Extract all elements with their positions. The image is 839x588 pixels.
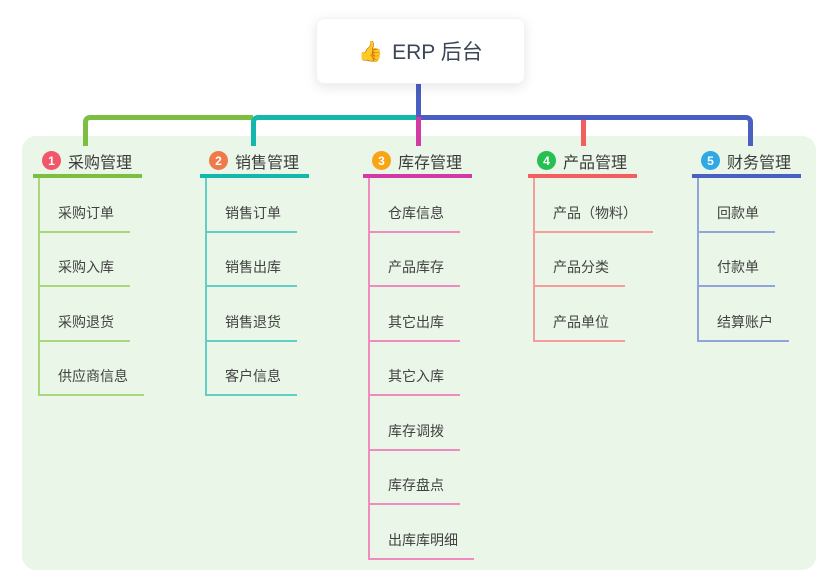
child-node-label: 付款单 bbox=[699, 257, 775, 287]
child-node-label: 出库库明细 bbox=[370, 530, 474, 560]
branch-label-text: 产品管理 bbox=[563, 154, 628, 172]
branch-children-5: 回款单付款单结算账户 bbox=[697, 178, 789, 342]
child-node[interactable]: 产品分类 bbox=[535, 233, 653, 287]
thumbs-up-icon: 👍 bbox=[358, 40, 384, 63]
child-node-label: 销售订单 bbox=[207, 203, 297, 233]
child-node-label: 采购退货 bbox=[40, 312, 130, 342]
child-node-label: 库存调拨 bbox=[370, 421, 460, 451]
branch-number-badge: 2 bbox=[209, 151, 228, 170]
branch-label-text: 库存管理 bbox=[398, 154, 463, 172]
child-node[interactable]: 其它出库 bbox=[370, 287, 474, 342]
branch-children-1: 采购订单采购入库采购退货供应商信息 bbox=[38, 178, 144, 396]
branch-number-badge: 5 bbox=[701, 151, 720, 170]
branch-node-2[interactable]: 2 销售管理 bbox=[200, 147, 310, 178]
child-node-label: 销售退货 bbox=[207, 312, 297, 342]
branch-children-3: 仓库信息产品库存其它出库其它入库库存调拨库存盘点出库库明细 bbox=[368, 178, 474, 560]
branch-node-1[interactable]: 1 采购管理 bbox=[33, 147, 143, 178]
child-node-label: 采购订单 bbox=[40, 203, 130, 233]
child-node-label: 回款单 bbox=[699, 203, 775, 233]
branch-number-badge: 4 bbox=[537, 151, 556, 170]
child-node-label: 供应商信息 bbox=[40, 366, 144, 396]
child-node[interactable]: 其它入库 bbox=[370, 342, 474, 396]
child-node[interactable]: 结算账户 bbox=[699, 287, 789, 342]
branch-children-2: 销售订单销售出库销售退货客户信息 bbox=[205, 178, 297, 396]
branch-connector bbox=[581, 119, 586, 146]
branch-connector bbox=[251, 115, 417, 146]
child-node[interactable]: 供应商信息 bbox=[40, 342, 144, 396]
child-node-label: 其它出库 bbox=[370, 312, 460, 342]
root-connector bbox=[416, 82, 421, 118]
branch-label-text: 财务管理 bbox=[727, 154, 792, 172]
child-node[interactable]: 产品单位 bbox=[535, 287, 653, 342]
branch-number-badge: 1 bbox=[42, 151, 61, 170]
child-node[interactable]: 仓库信息 bbox=[370, 178, 474, 233]
child-node-label: 产品分类 bbox=[535, 257, 625, 287]
branch-label-text: 采购管理 bbox=[68, 154, 133, 172]
branch-node-4[interactable]: 4 产品管理 bbox=[528, 147, 638, 178]
branch-connector bbox=[83, 115, 253, 146]
child-node[interactable]: 库存调拨 bbox=[370, 396, 474, 451]
child-node-label: 采购入库 bbox=[40, 257, 130, 287]
child-node[interactable]: 付款单 bbox=[699, 233, 789, 287]
child-node[interactable]: 销售订单 bbox=[207, 178, 297, 233]
child-node-label: 产品（物料） bbox=[535, 203, 653, 233]
child-node[interactable]: 采购订单 bbox=[40, 178, 144, 233]
child-node[interactable]: 销售退货 bbox=[207, 287, 297, 342]
child-node-label: 库存盘点 bbox=[370, 475, 460, 505]
branch-node-3[interactable]: 3 库存管理 bbox=[363, 147, 473, 178]
child-node-label: 其它入库 bbox=[370, 366, 460, 396]
child-node[interactable]: 销售出库 bbox=[207, 233, 297, 287]
child-node[interactable]: 回款单 bbox=[699, 178, 789, 233]
child-node[interactable]: 采购退货 bbox=[40, 287, 144, 342]
branches-panel bbox=[22, 136, 816, 570]
child-node[interactable]: 产品（物料） bbox=[535, 178, 653, 233]
branch-number-badge: 3 bbox=[372, 151, 391, 170]
child-node-label: 产品单位 bbox=[535, 312, 625, 342]
child-node[interactable]: 采购入库 bbox=[40, 233, 144, 287]
branch-connector bbox=[416, 115, 753, 146]
root-node[interactable]: 👍 ERP 后台 bbox=[316, 18, 525, 84]
root-title: ERP 后台 bbox=[392, 41, 483, 64]
child-node-label: 销售出库 bbox=[207, 257, 297, 287]
branch-connector bbox=[416, 117, 421, 146]
child-node[interactable]: 库存盘点 bbox=[370, 451, 474, 505]
child-node-label: 客户信息 bbox=[207, 366, 297, 396]
branch-node-5[interactable]: 5 财务管理 bbox=[692, 147, 802, 178]
child-node[interactable]: 产品库存 bbox=[370, 233, 474, 287]
child-node[interactable]: 客户信息 bbox=[207, 342, 297, 396]
child-node-label: 结算账户 bbox=[699, 312, 789, 342]
child-node-label: 仓库信息 bbox=[370, 203, 460, 233]
child-node-label: 产品库存 bbox=[370, 257, 460, 287]
branch-children-4: 产品（物料） 产品分类产品单位 bbox=[533, 178, 653, 342]
child-node[interactable]: 出库库明细 bbox=[370, 505, 474, 560]
branch-label-text: 销售管理 bbox=[235, 154, 300, 172]
